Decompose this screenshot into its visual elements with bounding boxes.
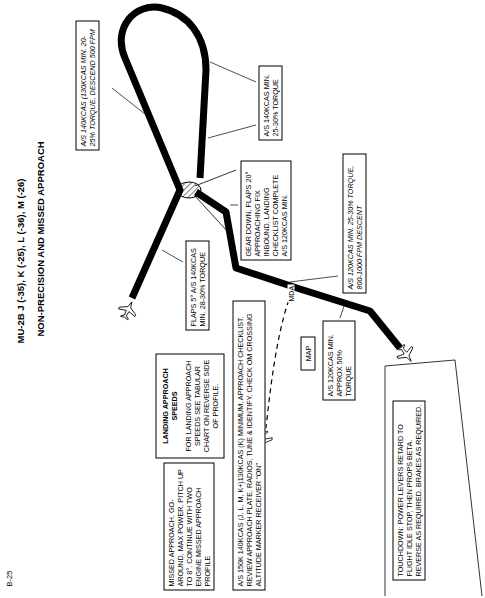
box-text: A/S 140KCAS MIN. 25-30% TORQUE [261,69,279,136]
callout-box: A/S 140KCAS (130KCAS MIN. 20-25% TORQUE,… [75,20,99,150]
box-text: A/S 150K 140KCAS (J, L, M, K+)130KCAS (K… [235,304,262,586]
box-text: GEAR DOWN, FLAPS 20° APPROACHING FIX INB… [243,164,288,256]
callout-box: A/S 120KCAS MIN. APPROX 50% TORQUE [322,320,355,400]
callout-box: MISSED APPROACH. GO-AROUND, MAX POWER, P… [163,462,214,590]
callout-box: FLAPS 5° A/S 140KCAS MIN. 28-30% TORQUE [185,240,209,330]
callout-box: A/S 150K 140KCAS (J, L, M, K+)130KCAS (K… [232,300,265,590]
box-text: A/S 140KCAS (130KCAS MIN. 20-25% TORQUE,… [78,24,96,146]
callout-box: A/S 140KCAS MIN. 25-30% TORQUE [258,65,282,140]
altitude-label: MDA [287,284,294,302]
diagram-title: MU-2B J (-35), K (-25), L (-36), M (-26) [14,178,25,343]
box-text: FOR LANDING APPROACH SPEEDS SEE TABULAR … [183,358,219,453]
box-text: A/S 120KCAS MIN. APPROX 50% TORQUE [325,324,352,396]
callout-box: LANDING APPROACH SPEEDS FOR LANDING APPRO… [155,353,224,458]
subtitle: NON-PRECISION AND MISSED APPROACH [34,141,45,336]
box-text: TOUCHDOWN: POWER LEVERS RETARD TO FLIGHT… [395,404,422,576]
box-heading: LANDING APPROACH SPEEDS [160,358,178,453]
box-text: FLAPS 5° A/S 140KCAS MIN. 28-30% TORQUE [188,244,206,326]
page-number: B-25 [4,570,13,586]
box-text: A/S 120KCAS MIN. 25-30% TORQUE, 800-1000… [345,157,363,289]
box-text: MISSED APPROACH. GO-AROUND, MAX POWER, P… [166,466,211,586]
callout-box: TOUCHDOWN: POWER LEVERS RETARD TO FLIGHT… [392,400,425,580]
box-text: MAP [303,340,312,366]
callout-box: A/S 120KCAS MIN. 25-30% TORQUE, 800-1000… [342,153,366,293]
callout-box: GEAR DOWN, FLAPS 20° APPROACHING FIX INB… [240,160,291,260]
callout-box: MAP [300,336,315,370]
